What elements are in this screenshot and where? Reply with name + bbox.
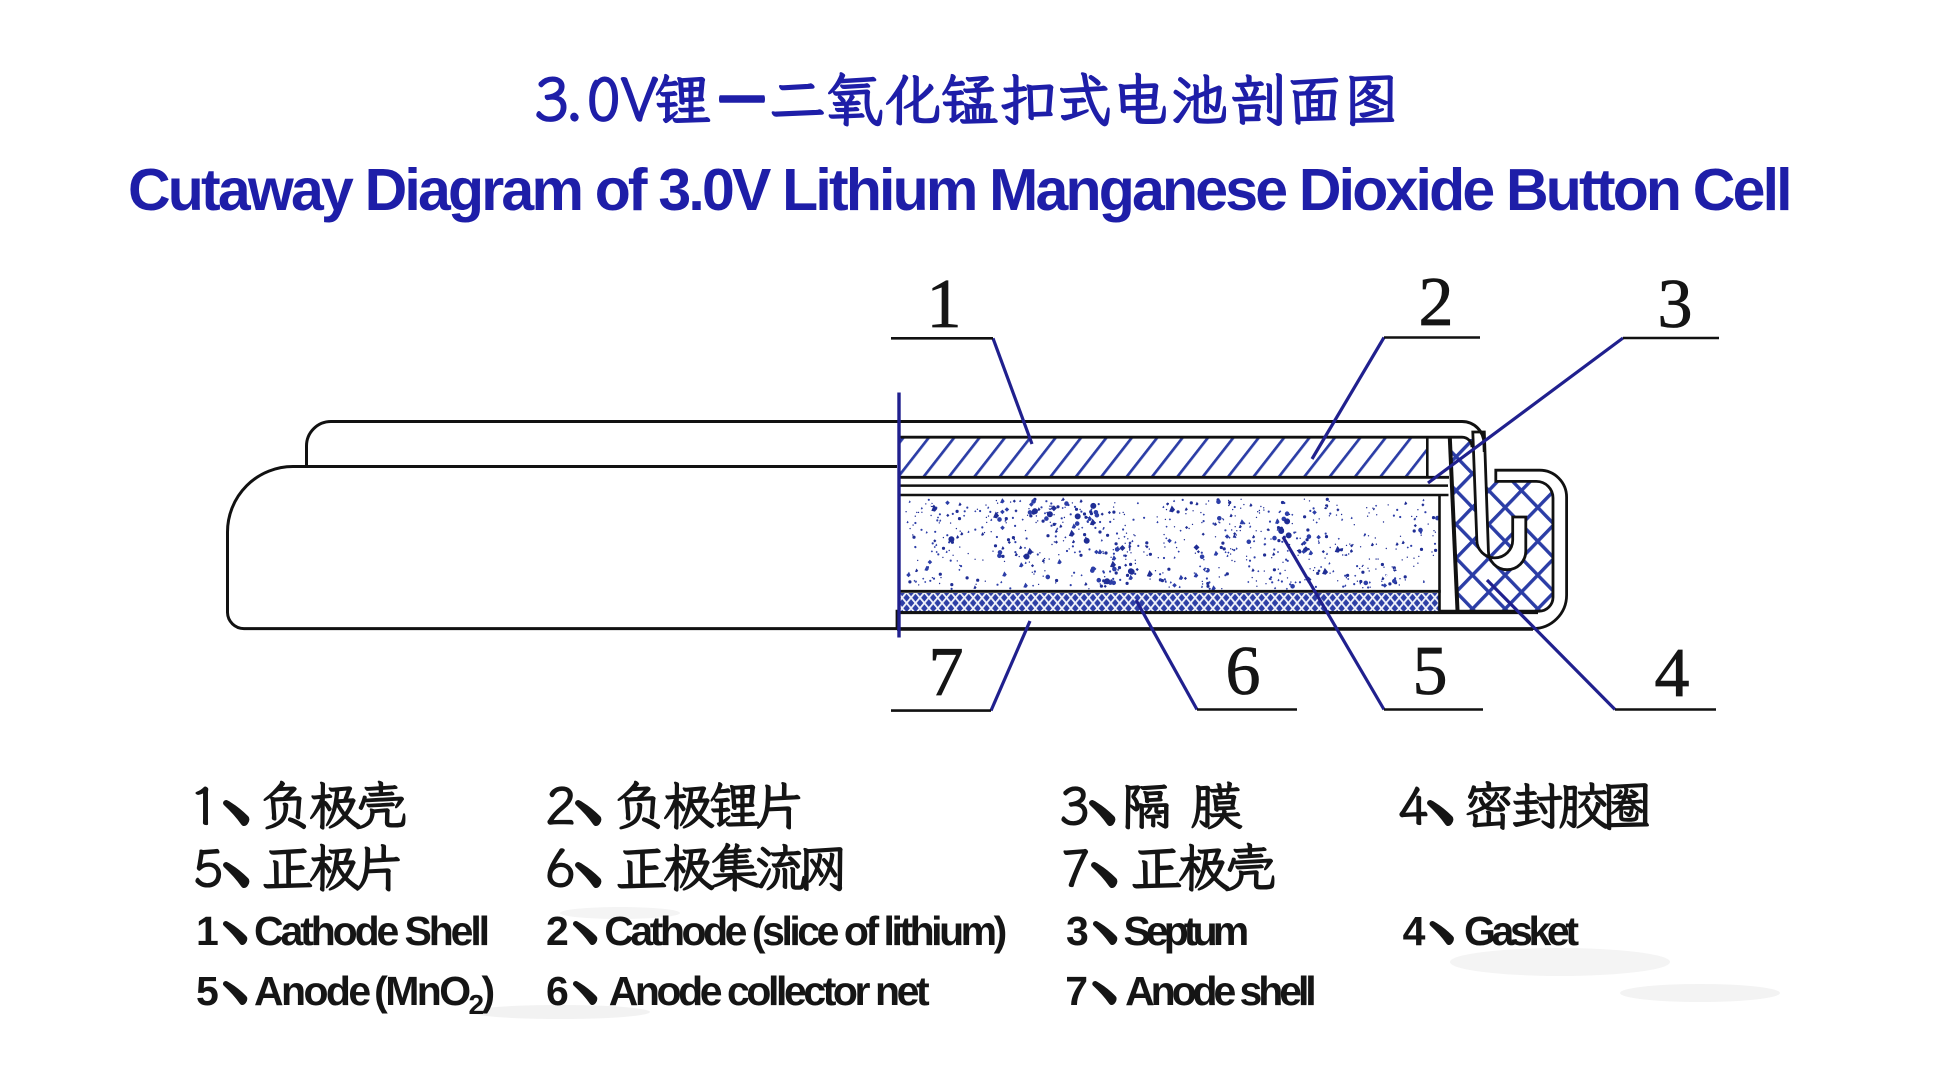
- svg-text:Gasket: Gasket: [1464, 908, 1579, 954]
- svg-text:Cathode Shell: Cathode Shell: [254, 908, 488, 954]
- svg-text:2: 2: [1419, 264, 1454, 341]
- svg-text:Cathode (slice of lithium): Cathode (slice of lithium): [604, 908, 1005, 954]
- svg-text:4: 4: [1403, 908, 1426, 954]
- svg-text:Septum: Septum: [1124, 908, 1247, 954]
- svg-text:5: 5: [196, 968, 219, 1014]
- svg-text:3: 3: [1066, 908, 1089, 954]
- svg-text:Anode collector net: Anode collector net: [609, 968, 930, 1014]
- svg-text:2: 2: [546, 908, 569, 954]
- svg-text:Anode shell: Anode shell: [1125, 968, 1314, 1014]
- svg-text:6: 6: [1226, 633, 1261, 710]
- svg-text:1: 1: [927, 266, 962, 343]
- svg-text:Cutaway Diagram of 3.0V Lithiu: Cutaway Diagram of 3.0V Lithium Manganes…: [128, 157, 1790, 223]
- svg-text:6: 6: [546, 968, 569, 1014]
- svg-text:7: 7: [1065, 968, 1088, 1014]
- svg-text:5: 5: [1413, 633, 1448, 710]
- svg-text:7: 7: [929, 634, 964, 711]
- svg-text:1: 1: [196, 908, 219, 954]
- svg-text:3: 3: [1658, 266, 1693, 343]
- svg-text:4: 4: [1655, 635, 1690, 712]
- svg-text:Anode (MnO2): Anode (MnO2): [254, 968, 493, 1020]
